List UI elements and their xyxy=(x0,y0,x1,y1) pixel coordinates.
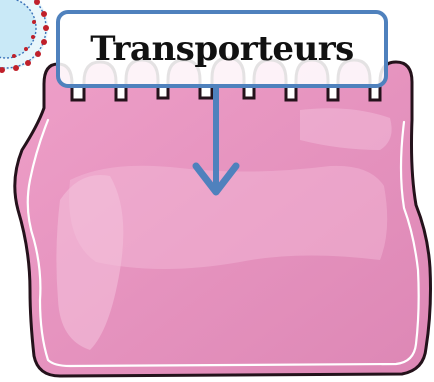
liposome-icon xyxy=(0,0,49,73)
cell-shape xyxy=(15,58,431,376)
transporteurs-label: Transporteurs xyxy=(90,29,354,69)
transporteurs-label-box: Transporteurs xyxy=(56,10,388,88)
